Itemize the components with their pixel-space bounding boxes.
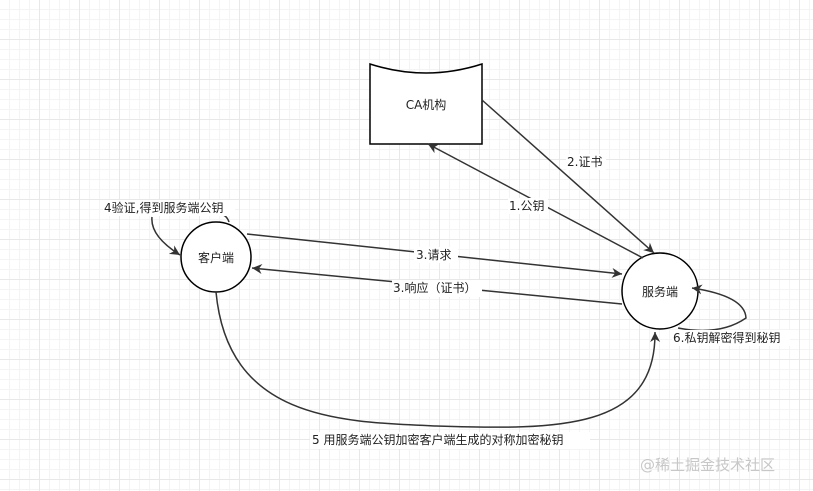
edge-verify[interactable]: 4验证,得到服务端公钥 <box>103 200 235 255</box>
edge-public-key[interactable]: 1.公钥 <box>427 143 644 259</box>
edge-certificate-label: 2.证书 <box>567 155 602 169</box>
client-label: 客户端 <box>198 250 234 265</box>
server-node[interactable]: 服务端 <box>621 252 699 330</box>
edge-public-key-label: 1.公钥 <box>509 199 544 213</box>
edge-decrypt-label: 6.私钥解密得到秘钥 <box>673 330 780 345</box>
edge-response[interactable]: 3.响应（证书） <box>251 263 623 305</box>
edge-encrypt-key[interactable]: 5 用服务端公钥加密客户端生成的对称加密秘钥 <box>215 291 661 449</box>
edge-decrypt[interactable]: 6.私钥解密得到秘钥 <box>672 284 790 346</box>
edge-request-label: 3.请求 <box>416 248 451 262</box>
ca-label: CA机构 <box>406 97 447 112</box>
server-label: 服务端 <box>642 284 678 299</box>
client-node[interactable]: 客户端 <box>180 221 252 293</box>
edge-verify-label: 4验证,得到服务端公钥 <box>104 200 223 215</box>
ca-node[interactable]: CA机构 <box>369 62 483 145</box>
edge-encrypt-key-label: 5 用服务端公钥加密客户端生成的对称加密秘钥 <box>312 432 563 447</box>
edge-response-label: 3.响应（证书） <box>393 280 476 295</box>
edge-certificate[interactable]: 2.证书 <box>481 99 655 254</box>
edge-request[interactable]: 3.请求 <box>246 233 623 278</box>
watermark: @稀土掘金技术社区 <box>640 456 775 474</box>
